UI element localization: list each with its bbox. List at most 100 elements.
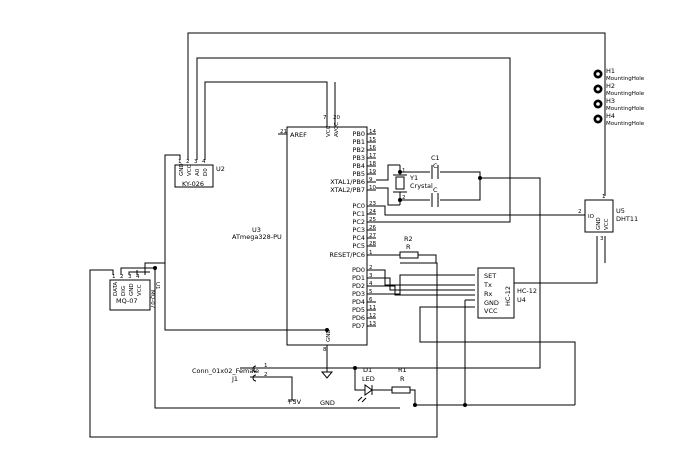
mounting-hole-ref: H1 — [606, 67, 615, 75]
dht11-ref: U5 — [616, 207, 625, 215]
c1-ref: C1 — [431, 154, 440, 162]
mcu-atmega328: 21 AREF 7 20 VCC AVCC GND 8 U3 ATmega328… — [232, 115, 376, 353]
capacitor-c2: C — [431, 186, 439, 207]
mcu-pin-name: PB5 — [352, 170, 365, 178]
mcu-pin-name: PD6 — [352, 314, 365, 322]
mcu-gnd-label: GND — [326, 329, 332, 342]
d1-ref: D1 — [363, 366, 372, 374]
mcu-pin-number: 17 — [369, 153, 376, 159]
mcu-vcc-num: 7 — [323, 115, 327, 121]
mcu-pin-number: 5 — [369, 289, 373, 295]
mcu-aref-label: AREF — [290, 131, 307, 139]
mcu-pin-name: XTAL2/PB7 — [330, 186, 365, 194]
j1-pin2: 1 — [264, 363, 268, 369]
junctions — [153, 170, 482, 407]
ky026-module: GND VCC A0 D0 1 2 3 4 KY-026 U2 — [174, 159, 225, 188]
hc12-value: HC-12 — [517, 287, 537, 295]
mcu-pin-number: 4 — [369, 281, 373, 287]
mcu-pin-name: PD3 — [352, 290, 365, 298]
crystal-y1: Y1 Crystal 1 2 — [393, 168, 433, 201]
crystal-pin1: 1 — [402, 168, 406, 174]
c2-value: C — [433, 186, 438, 194]
mq07-pin4-num: 4 — [136, 274, 140, 280]
mcu-pin-number: 15 — [369, 137, 376, 143]
mounting-hole-ref: H2 — [606, 82, 615, 90]
mcu-pin-name: PD7 — [352, 322, 365, 330]
mq07-pin3-num: 3 — [128, 274, 132, 280]
ky026-pin1-num: 1 — [178, 159, 182, 165]
mq07-pin2-num: 2 — [120, 274, 124, 280]
mq07-ref: U1 — [154, 282, 160, 290]
crystal-value: Crystal — [410, 182, 433, 190]
resistor-r1: R1 R — [391, 366, 411, 394]
ky026-pin3-label: A0 — [195, 168, 201, 176]
wires — [89, 32, 606, 438]
ky026-pin4-num: 4 — [202, 159, 206, 165]
mounting-hole-value: MountingHole — [606, 91, 645, 97]
power-gnd: GND — [320, 371, 335, 407]
mq07-value-side: MQ-07 — [149, 290, 155, 309]
mcu-pin-name: PB1 — [352, 138, 365, 146]
ky026-pin2-label: VCC — [187, 164, 193, 176]
mcu-pin-name: PC0 — [352, 202, 365, 210]
ky026-pin2-num: 2 — [186, 159, 190, 165]
mcu-avcc-label: AVCC — [334, 122, 340, 137]
mcu-pin-name: PC3 — [352, 226, 365, 234]
mcu-gnd-num: 8 — [323, 347, 327, 353]
mcu-pin-name: PD5 — [352, 306, 365, 314]
d1-value: LED — [362, 375, 375, 383]
mcu-pin-name: XTAL1/PB6 — [330, 178, 365, 186]
mcu-pin-name: PC2 — [352, 218, 365, 226]
hc12-pin-set: SET — [484, 272, 496, 280]
mq07-pin3-label: GND — [129, 283, 135, 296]
ky026-value: KY-026 — [182, 180, 204, 188]
r1-value: R — [400, 375, 405, 383]
c1-value: C — [433, 162, 438, 170]
mq07-pin2-label: DIG — [121, 286, 127, 296]
led-d1: D1 LED — [357, 366, 375, 403]
mcu-pin-number: 18 — [369, 161, 376, 167]
mcu-pin-number: 28 — [369, 241, 376, 247]
dht11-vcc-num: 1 — [602, 194, 606, 200]
mounting-hole-value: MountingHole — [606, 76, 645, 82]
mcu-value: ATmega328-PU — [232, 233, 282, 241]
connector-j1: 1 2 Conn_01x02_Female J1 — [192, 363, 268, 383]
mounting-holes: H1MountingHoleH2MountingHoleH3MountingHo… — [593, 67, 645, 127]
hc12-value-inner: HC-12 — [504, 286, 512, 306]
mounting-hole-ref: H4 — [606, 112, 615, 120]
mcu-pin-number: 25 — [369, 217, 376, 223]
capacitor-c1: C1 C — [431, 154, 440, 179]
dht11-io-num: 2 — [578, 209, 582, 215]
mcu-pin-name: PB0 — [352, 130, 365, 138]
mounting-hole-center — [596, 117, 600, 121]
mcu-pin-number: 10 — [369, 185, 376, 191]
mcu-pin-name: PB4 — [352, 162, 365, 170]
mcu-pin-name: RESET/PC6 — [329, 251, 365, 259]
dht11-vcc-label: VCC — [604, 218, 610, 230]
mcu-pin-number: 12 — [369, 313, 376, 319]
mcu-pin-number: 14 — [369, 129, 376, 135]
mounting-hole-center — [596, 72, 600, 76]
mounting-hole-ref: H3 — [606, 97, 615, 105]
mcu-pin-name: PC4 — [352, 234, 365, 242]
mcu-pin-number: 16 — [369, 145, 376, 151]
mcu-pin-name: PB2 — [352, 146, 365, 154]
dht11-module: IO 2 GND VCC 3 1 U5 DHT11 — [575, 194, 638, 242]
j1-value: Conn_01x02_Female — [192, 367, 259, 375]
power-5v-label: +5V — [287, 398, 302, 406]
r1-ref: R1 — [398, 366, 407, 374]
mcu-pin-number: 23 — [369, 201, 376, 207]
ky026-ref: U2 — [216, 165, 225, 173]
mcu-pin-name: PC1 — [352, 210, 365, 218]
mcu-pin-number: 1 — [369, 250, 373, 256]
hc12-pin-vcc: VCC — [484, 307, 498, 315]
mcu-pin-number: 24 — [369, 209, 376, 215]
ky026-pin1-label: GND — [179, 163, 185, 176]
mcu-pin-number: 3 — [369, 273, 373, 279]
mcu-pin-name: PD2 — [352, 282, 365, 290]
mq07-pin1-num: 1 — [112, 274, 116, 280]
hc12-pin-tx: Tx — [483, 281, 492, 289]
mcu-pin-number: 11 — [369, 305, 376, 311]
